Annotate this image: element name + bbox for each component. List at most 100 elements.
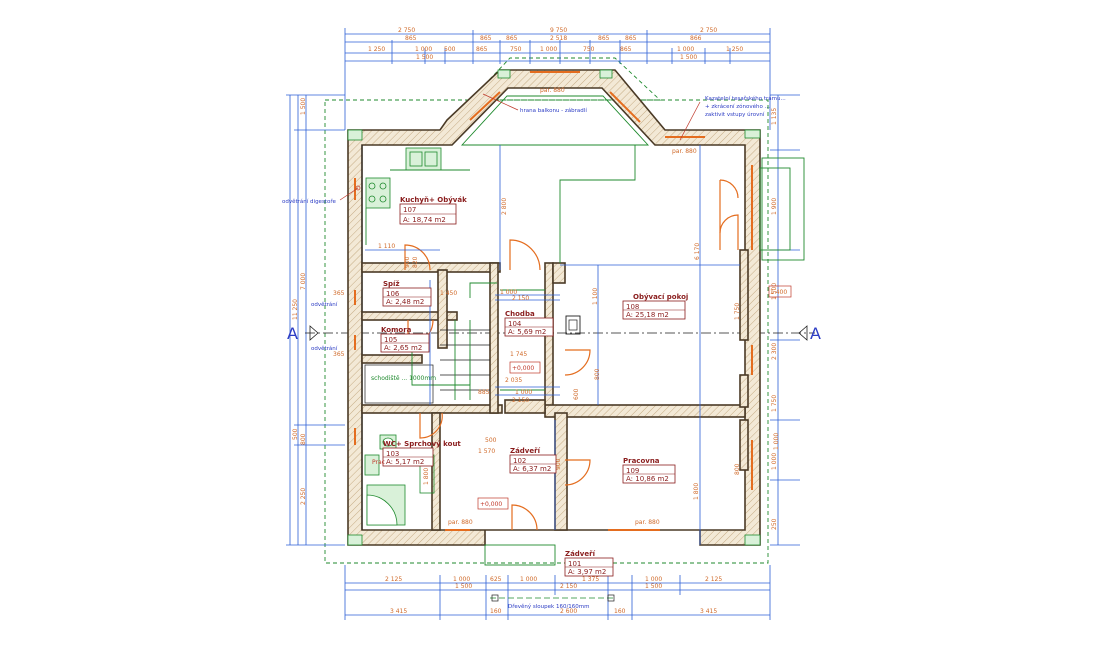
inner-vert-1: 1 100 — [592, 288, 599, 305]
room-number: 109 — [626, 467, 639, 475]
dim-top-r3-3: 865 — [476, 46, 488, 53]
room-name: Chodba — [505, 310, 535, 318]
inner-dim-6: 885 — [478, 389, 490, 396]
room-number: 104 — [508, 320, 522, 328]
dim-top-r2-1: 865 — [506, 35, 518, 42]
dim-top-r2-5: 866 — [690, 35, 702, 42]
dim-top-r2-0: 865 — [480, 35, 492, 42]
stairs: schodiště ... 1000mm — [364, 320, 490, 404]
dim-left-0: 1 500 — [300, 98, 307, 115]
dim-top-r4-1: 1 500 — [680, 54, 697, 61]
dim-bottom-r1-3: 1 000 — [520, 576, 537, 583]
inner-height-2: 1 800 — [693, 483, 700, 500]
dim-right-1: 1 900 — [771, 198, 778, 215]
room-area: A: 2,48 m2 — [386, 298, 424, 306]
right-dimensions: 1 135 1 900 1 500 1 750 1 000 2 300 250 — [770, 94, 800, 546]
dim-left-2: 11 250 — [292, 299, 299, 320]
inner-height-0: 900 — [404, 256, 411, 268]
room-komora: Komora 105 A: 2,65 m2 — [380, 326, 430, 353]
inner-height-3: 1 000 — [773, 433, 780, 450]
site-boundary — [324, 99, 769, 564]
inner-vert-9: 1 800 — [423, 468, 430, 485]
level-entry: +0,000 — [480, 501, 502, 508]
inner-vert-0: 2 800 — [501, 198, 508, 215]
inner-vert-5: 600 — [573, 388, 580, 400]
dim-right-5: 2 300 — [771, 343, 778, 360]
window-label-1: par. 880 — [672, 148, 697, 155]
room-name: Kuchyň+ Obývák — [400, 195, 467, 204]
top-dimensions: 2 750 2 518 9 750 2 750 865 865 865 865 … — [344, 27, 771, 130]
window-label-3: par. 880 — [635, 519, 660, 526]
section-mark-left: A — [287, 324, 298, 343]
dim-top-r3-2: 500 — [444, 46, 456, 53]
room-name: WC+ Sprchový kout — [383, 439, 461, 448]
windows: par. 880 par. 880 par. 880 par. 880 — [354, 71, 753, 531]
room-zadveri-entry: Zádveří 101 A: 3,97 m2 — [564, 550, 614, 577]
inner-dim-0: 1 000 — [500, 289, 517, 296]
dim-top-r3-6: 750 — [583, 46, 595, 53]
dim-right-6: 250 — [771, 518, 778, 530]
inner-height-1: 820 — [412, 256, 419, 268]
inner-height-5: 1 570 — [478, 448, 495, 455]
dim-bottom-r3-0: 3 415 — [390, 608, 407, 615]
inner-dim-4: 2 035 — [505, 377, 522, 384]
dim-left-4: 500 — [292, 428, 299, 440]
side-dim-2: 365 — [333, 351, 345, 358]
dim-bottom-r1-4: 1 375 — [582, 576, 599, 583]
room-area: A: 5,69 m2 — [508, 328, 546, 336]
bathroom-fixtures — [364, 315, 581, 526]
left-dimensions: 1 500 7 000 11 250 800 500 2 250 — [286, 94, 345, 546]
dim-bottom-r1-6: 2 125 — [705, 576, 722, 583]
room-name: Zádveří — [510, 447, 541, 455]
room-name: Obývací pokoj — [633, 292, 688, 301]
dim-top-r1-2: 9 750 — [550, 27, 567, 34]
room-area: A: 2,65 m2 — [384, 344, 422, 352]
balcony-note: hrana balkonu - zábradlí — [520, 107, 587, 114]
room-obyvak: Obývací pokoj 108 A: 25,18 m2 — [622, 292, 688, 320]
dim-top-r3-7: 865 — [620, 46, 632, 53]
room-area: A: 3,97 m2 — [568, 568, 606, 576]
dim-bottom-r3-2: 2 600 — [560, 608, 577, 615]
bottom-dimensions: 2 125 1 000 625 1 000 1 375 1 000 2 125 … — [344, 565, 771, 620]
inner-dim-2: 1 450 — [440, 290, 457, 297]
dim-top-r2-2: 865 — [598, 35, 610, 42]
inner-vert-8: 900 — [555, 458, 562, 470]
inner-height-4: 500 — [485, 437, 497, 444]
window-label-2: par. 880 — [448, 519, 473, 526]
annotations: Kazatelní tesařského trámu... + zkrácení… — [282, 95, 786, 610]
dim-top-r4-0: 1 500 — [416, 54, 433, 61]
dim-right-4: 1 000 — [771, 453, 778, 470]
site-boundary-bay — [468, 57, 662, 101]
room-name: Komora — [381, 326, 412, 334]
room-wc: WC+ Sprchový kout 103 A: 5,17 m2 Prac — [372, 439, 461, 467]
room-area: A: 6,37 m2 — [513, 465, 551, 473]
note-top-right-3: zaktivit vstupy úrovní — [705, 111, 765, 118]
inner-dim-spiz: 1 110 — [378, 243, 395, 250]
dim-top-r1-3: 2 750 — [700, 27, 717, 34]
room-number: 108 — [626, 303, 639, 311]
room-number: 103 — [386, 450, 399, 458]
room-number: 106 — [386, 290, 400, 298]
stairs-note: schodiště ... 1000mm — [371, 375, 436, 382]
side-dim-3: 1 400 — [770, 289, 787, 296]
room-number: 107 — [403, 206, 416, 214]
room-zadveri: Zádveří 102 A: 6,37 m2 — [509, 447, 557, 474]
room-number: 102 — [513, 457, 526, 465]
dim-right-3: 1 750 — [771, 395, 778, 412]
room-name: Spíž — [383, 280, 400, 288]
note-bottom-column: Dřevěný sloupek 160/160mm — [508, 603, 590, 610]
room-name: Pracovna — [623, 457, 660, 465]
room-spiz: Spíž 106 A: 2,48 m2 — [382, 280, 432, 307]
dim-top-r2-3: 865 — [625, 35, 637, 42]
level-markers: +0,000 +0,000 — [477, 361, 541, 510]
room-area: A: 25,18 m2 — [626, 311, 669, 319]
dim-top-r3-1: 1 000 — [415, 46, 432, 53]
dim-left-3: 800 — [300, 433, 307, 445]
dim-bottom-r1-2: 625 — [490, 576, 502, 583]
note-top-right-2: + zkrácení zónového ... — [705, 103, 770, 110]
dim-bottom-r2-1: 2 150 — [560, 583, 577, 590]
dim-right-2: 1 500 — [771, 283, 778, 300]
room-name: Zádveří — [565, 550, 596, 558]
exterior-walls — [347, 69, 761, 546]
